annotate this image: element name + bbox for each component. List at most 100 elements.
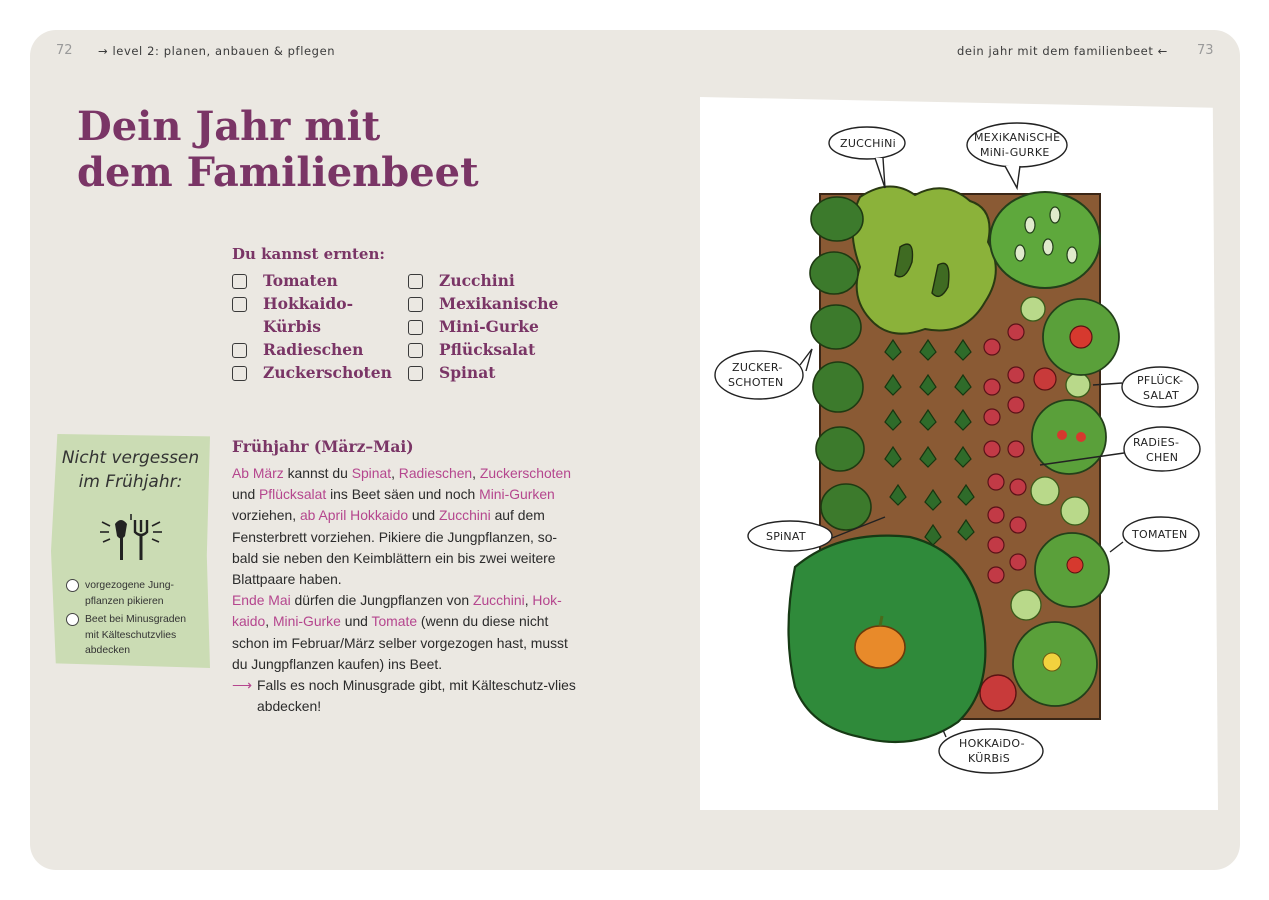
garden-tools-icon — [96, 512, 166, 570]
reminder-item[interactable]: vorgezogene Jung-pflanzen pikieren — [66, 578, 206, 609]
reminder-text: vorgezogene Jung- — [85, 580, 174, 591]
label-salat-1: PFLÜCK- — [1137, 374, 1183, 387]
harvest-label: Hokkaido- — [263, 294, 354, 313]
left-page-number: 72 — [56, 43, 73, 58]
body-text: dürfen die Jungpflanzen von — [290, 592, 473, 609]
harvest-item[interactable]: Mini-Gurke — [408, 317, 558, 341]
checkbox[interactable] — [408, 274, 423, 289]
frost-note: ⟶ Falls es noch Minusgrade gibt, mit Käl… — [232, 675, 577, 717]
harvest-heading: Du kannst ernten: — [232, 245, 385, 263]
highlight-term: ab April — [299, 507, 347, 524]
highlight-term: Spinat — [351, 465, 392, 481]
paragraph-1: Ab März kannst du Spinat, Radieschen, Zu… — [232, 463, 577, 590]
harvest-item[interactable]: Hokkaido- Kürbis — [232, 294, 392, 341]
highlight-term: Radieschen — [398, 465, 473, 481]
body-text: vorziehen, — [232, 507, 300, 524]
highlight-term: Tomate — [371, 613, 418, 630]
reminder-title-line: im Frühjahr: — [78, 472, 183, 492]
body-text: , — [524, 592, 533, 609]
body-text: , — [265, 613, 273, 630]
harvest-list-1: Tomaten Hokkaido- Kürbis Radieschen Zucke… — [232, 271, 392, 387]
highlight-term: Zuckerschoten — [479, 465, 571, 481]
body-text: und — [408, 507, 439, 524]
highlight-term: Mini-Gurken — [479, 486, 555, 503]
reminder-title-line: Nicht vergessen — [61, 448, 200, 468]
label-gurke-1: MEXiKANiSCHE — [974, 131, 1060, 144]
right-running-head: dein jahr mit dem familienbeet ← — [957, 44, 1168, 58]
harvest-item[interactable]: Pflücksalat — [408, 340, 558, 364]
rose-flower — [979, 674, 1017, 712]
zucchini-fruit — [931, 262, 950, 298]
body-text: auf dem Fensterbrett vorziehen. Pikiere … — [232, 507, 558, 588]
radio-circle[interactable] — [66, 613, 79, 626]
harvest-item[interactable]: Zucchini — [408, 271, 558, 295]
harvest-item[interactable]: Mexikanische — [408, 294, 558, 318]
label-tomaten: TOMATEN — [1131, 528, 1188, 541]
checkbox[interactable] — [232, 297, 247, 312]
highlight-term: Ab März — [232, 465, 284, 481]
checkbox[interactable] — [232, 343, 247, 358]
highlight-term: Mini-Gurke — [272, 613, 341, 630]
checkbox[interactable] — [232, 366, 247, 381]
rose-flower — [1033, 367, 1057, 391]
bubble-zuckerschoten — [714, 350, 804, 400]
page-title: Dein Jahr mit dem Familienbeet — [77, 104, 479, 196]
reminder-title: Nicht vergessen im Frühjahr: — [51, 446, 210, 494]
highlight-term: Ende Mai — [232, 592, 291, 609]
bubble-salat — [1121, 366, 1199, 408]
body-text: (wenn du diese nicht schon im Februar/Mä… — [232, 613, 568, 672]
label-zucchini: ZUCCHiNi — [840, 137, 896, 150]
tomato-fruit — [1076, 432, 1086, 442]
pumpkin-fruit — [854, 625, 906, 669]
tomato-fruit — [1066, 556, 1084, 574]
tomato-fruit — [1057, 430, 1067, 440]
zucchini-plant — [851, 185, 997, 335]
bubble-tomaten — [1122, 516, 1200, 552]
harvest-item[interactable]: Radieschen — [232, 340, 392, 364]
arrow-icon: ⟶ — [232, 677, 252, 694]
bubble-spinat — [747, 520, 833, 552]
paragraph-2: Ende Mai dürfen die Jungpflanzen von Zuc… — [232, 590, 577, 675]
harvest-item[interactable]: Tomaten — [232, 271, 392, 295]
tomato-fruit — [1069, 325, 1093, 349]
harvest-item[interactable]: Spinat — [408, 363, 558, 387]
left-running-head: → level 2: planen, anbauen & pflegen — [98, 44, 336, 58]
highlight-term: Hok-kaido — [232, 592, 562, 630]
reminder-box — [51, 434, 210, 668]
bubble-radieschen — [1123, 426, 1201, 472]
label-kuerbis-1: HOKKAiDO- — [959, 737, 1025, 750]
checkbox[interactable] — [408, 366, 423, 381]
bubble-kuerbis — [938, 728, 1044, 774]
reminder-text: pflanzen pikieren — [85, 595, 164, 607]
reminder-text: abdecken — [85, 645, 131, 656]
zucchini-fruit — [894, 243, 914, 278]
label-radies-1: RADiES- — [1133, 436, 1179, 449]
checkbox[interactable] — [408, 320, 423, 335]
season-heading: Frühjahr (März–Mai) — [232, 437, 414, 456]
season-body: Ab März kannst du Spinat, Radieschen, Zu… — [232, 463, 577, 717]
checkbox[interactable] — [408, 297, 423, 312]
label-salat-2: SALAT — [1143, 389, 1179, 402]
reminder-item[interactable]: Beet bei Minusgraden mit Kälteschutzvlies… — [66, 612, 206, 659]
highlight-term: Zucchini — [472, 592, 525, 609]
body-text: , — [391, 465, 399, 481]
checkbox[interactable] — [408, 343, 423, 358]
tomato-fruit — [1042, 652, 1062, 672]
radio-circle[interactable] — [66, 579, 79, 592]
checkbox[interactable] — [232, 274, 247, 289]
highlight-term: Zucchini — [438, 507, 491, 524]
highlight-term: Pflücksalat — [259, 486, 327, 503]
body-text: , — [472, 465, 480, 481]
harvest-item[interactable]: Zuckerschoten — [232, 363, 392, 387]
reminder-text: Beet bei Minusgraden — [85, 614, 187, 625]
reminder-text: mit Kälteschutzvlies — [85, 629, 177, 641]
label-zucker-1: ZUCKER- — [732, 361, 783, 374]
tomato-plants — [1012, 298, 1120, 707]
frost-note-text: Falls es noch Minusgrade gibt, mit Kälte… — [257, 677, 576, 715]
body-text: und — [232, 486, 260, 503]
garden-bed-illustration: ZUCCHiNi MEXiKANiSCHE MiNi-GURKE ZUCKER-… — [700, 97, 1218, 810]
label-spinat: SPiNAT — [766, 530, 806, 543]
radish-plants — [983, 323, 1027, 584]
spinach-plants — [884, 338, 975, 546]
harvest-label: Kürbis — [263, 317, 322, 336]
